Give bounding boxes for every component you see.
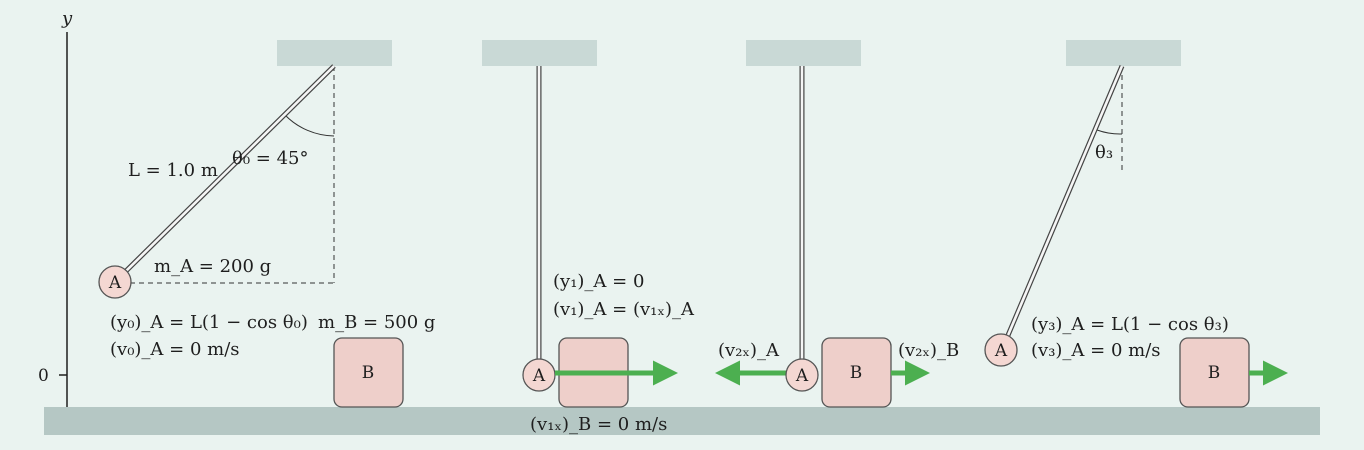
ball-a-4-label: A bbox=[994, 341, 1008, 361]
frame-3: A B (v₂ₓ)_A (v₂ₓ)_B bbox=[715, 40, 959, 408]
v2b-label: (v₂ₓ)_B bbox=[898, 340, 959, 361]
v1b-label: (v₁ₓ)_B = 0 m/s bbox=[530, 414, 667, 435]
y3-label: (y₃)_A = L(1 − cos θ₃) bbox=[1031, 314, 1229, 335]
v2a-label: (v₂ₓ)_A bbox=[718, 340, 780, 361]
y-axis-label: y bbox=[61, 8, 73, 29]
angle-arc-1 bbox=[284, 114, 335, 137]
v1-label: (v₁)_A = (v₁ₓ)_A bbox=[553, 299, 695, 320]
y-axis-zero-label: 0 bbox=[38, 366, 49, 386]
ball-a-3 bbox=[785, 358, 819, 392]
ball-a-1 bbox=[98, 265, 132, 299]
angle-label-4: θ₃ bbox=[1095, 142, 1113, 163]
ball-a-3-label: A bbox=[795, 366, 809, 386]
angle-arc-4 bbox=[1096, 129, 1123, 135]
floor bbox=[44, 407, 1320, 435]
block-b-1-label: B bbox=[362, 363, 375, 383]
mass-b-label: m_B = 500 g bbox=[318, 312, 435, 333]
v3-label: (v₃)_A = 0 m/s bbox=[1031, 340, 1161, 361]
ball-a-1-label: A bbox=[108, 273, 122, 293]
frame-4: A θ₃ (y₃)_A = L(1 − cos θ₃) (v₃)_A = 0 m… bbox=[984, 40, 1288, 408]
length-label: L = 1.0 m bbox=[128, 160, 218, 181]
frame-2: A (y₁)_A = 0 (v₁)_A = (v₁ₓ)_A (v₁ₓ)_B = … bbox=[482, 40, 695, 435]
ceiling-1 bbox=[277, 40, 392, 66]
ball-a-2-label: A bbox=[532, 366, 546, 386]
ball-a-4 bbox=[984, 333, 1018, 367]
y1-label: (y₁)_A = 0 bbox=[553, 271, 644, 292]
block-b-1 bbox=[333, 337, 404, 408]
frame-1: A L = 1.0 m θ₀ = 45° m_A = 200 g (y₀)_A … bbox=[98, 40, 435, 408]
angle-label-1: θ₀ = 45° bbox=[232, 148, 308, 169]
ceiling-4 bbox=[1066, 40, 1181, 66]
y0-label: (y₀)_A = L(1 − cos θ₀) bbox=[110, 312, 308, 333]
pendulum-string-4-inner bbox=[1004, 65, 1124, 341]
ceiling-3 bbox=[746, 40, 861, 66]
ceiling-2 bbox=[482, 40, 597, 66]
mass-a-label: m_A = 200 g bbox=[154, 256, 271, 277]
block-b-3-label: B bbox=[850, 363, 863, 383]
v0-label: (v₀)_A = 0 m/s bbox=[110, 339, 240, 360]
block-b-4-label: B bbox=[1208, 363, 1221, 383]
pendulum-string-1-inner bbox=[125, 65, 335, 272]
